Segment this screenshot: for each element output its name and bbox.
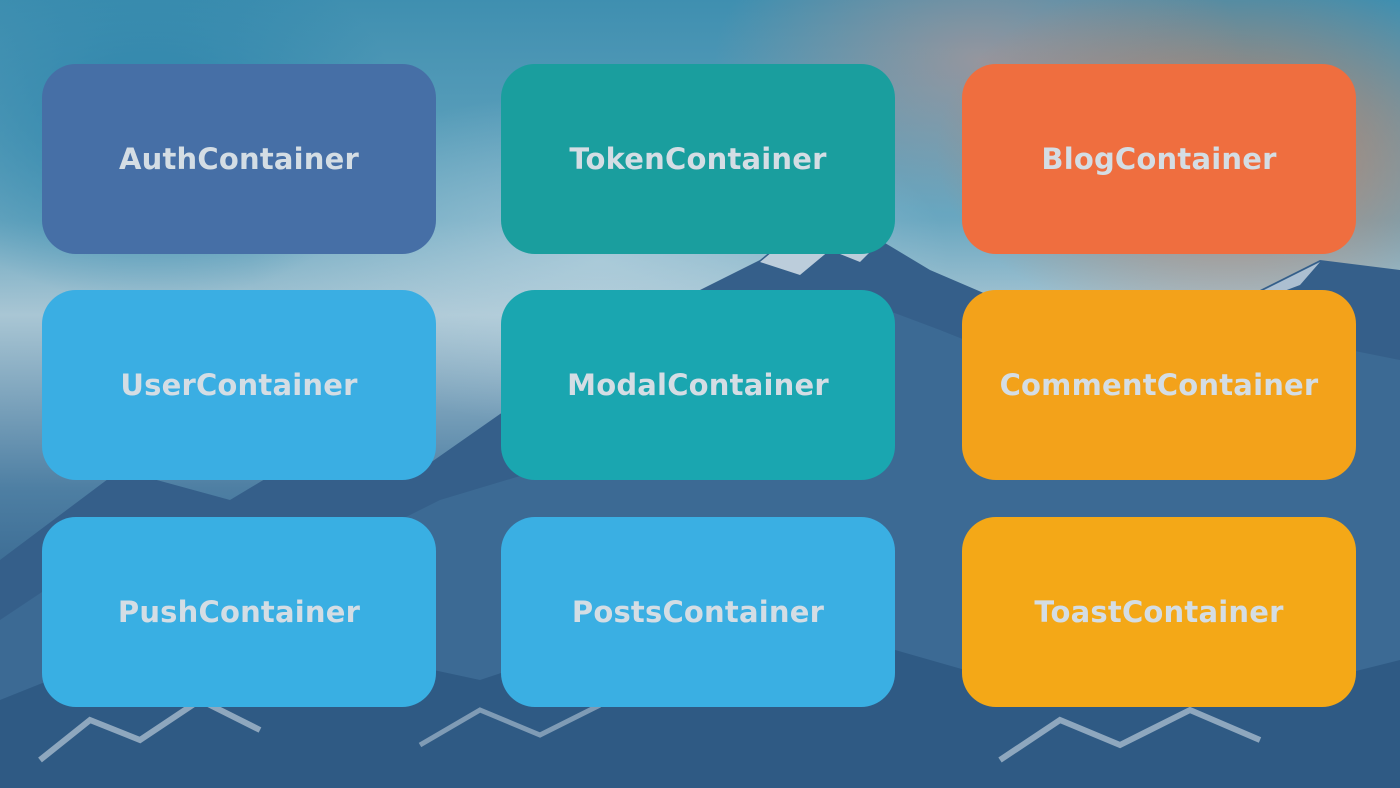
tile-modal-container[interactable]: ModalContainer <box>501 290 895 480</box>
tile-label: BlogContainer <box>1041 142 1277 176</box>
tile-label: AuthContainer <box>118 142 360 176</box>
tile-posts-container[interactable]: PostsContainer <box>501 517 895 707</box>
tile-user-container[interactable]: UserContainer <box>42 290 436 480</box>
tile-push-container[interactable]: PushContainer <box>42 517 436 707</box>
tile-label: PushContainer <box>117 595 361 629</box>
tile-label: PostsContainer <box>571 595 825 629</box>
tile-auth-container[interactable]: AuthContainer <box>42 64 436 254</box>
tile-label: UserContainer <box>120 368 358 402</box>
tile-label: ToastContainer <box>1034 595 1284 629</box>
tile-toast-container[interactable]: ToastContainer <box>962 517 1356 707</box>
tile-token-container[interactable]: TokenContainer <box>501 64 895 254</box>
tile-label: TokenContainer <box>569 142 827 176</box>
tile-comment-container[interactable]: CommentContainer <box>962 290 1356 480</box>
tile-label: ModalContainer <box>567 368 829 402</box>
tile-blog-container[interactable]: BlogContainer <box>962 64 1356 254</box>
tile-label: CommentContainer <box>999 368 1319 402</box>
